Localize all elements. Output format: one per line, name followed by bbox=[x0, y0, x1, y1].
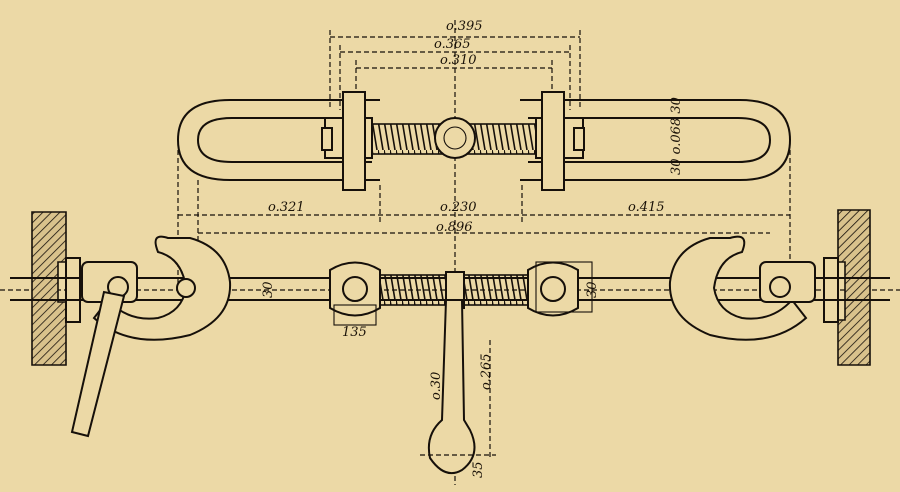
dim-top-middle: o.365 bbox=[434, 37, 471, 52]
dim-knob: 35 bbox=[471, 461, 486, 478]
dim-link-height: 30 o.068 30 bbox=[669, 97, 684, 175]
dim-left-span: o.321 bbox=[268, 200, 305, 215]
left-hook bbox=[81, 235, 232, 341]
dim-lever-length: o.265 bbox=[479, 353, 494, 390]
right-buffer-beam bbox=[823, 209, 871, 366]
left-buffer-beam bbox=[31, 211, 81, 366]
right-hook bbox=[668, 235, 816, 341]
dim-rod-right: 30 bbox=[585, 281, 600, 298]
dim-rod-left: 30 bbox=[261, 281, 276, 298]
dim-overall: o.896 bbox=[436, 220, 473, 235]
dim-lever-dia: o.30 bbox=[429, 372, 444, 400]
upper-shackle-assembly bbox=[176, 91, 792, 191]
dim-right-span: o.415 bbox=[628, 200, 665, 215]
left-lever bbox=[70, 290, 126, 438]
dim-top-outer: o.395 bbox=[446, 19, 483, 34]
lower-turnbuckle bbox=[329, 261, 593, 326]
dim-top-inner: o.310 bbox=[440, 53, 477, 68]
dim-center-span: o.230 bbox=[440, 200, 477, 215]
tightening-lever bbox=[420, 299, 496, 474]
top-dimension-lines bbox=[329, 30, 581, 110]
dim-nut-width: 135 bbox=[342, 325, 367, 340]
